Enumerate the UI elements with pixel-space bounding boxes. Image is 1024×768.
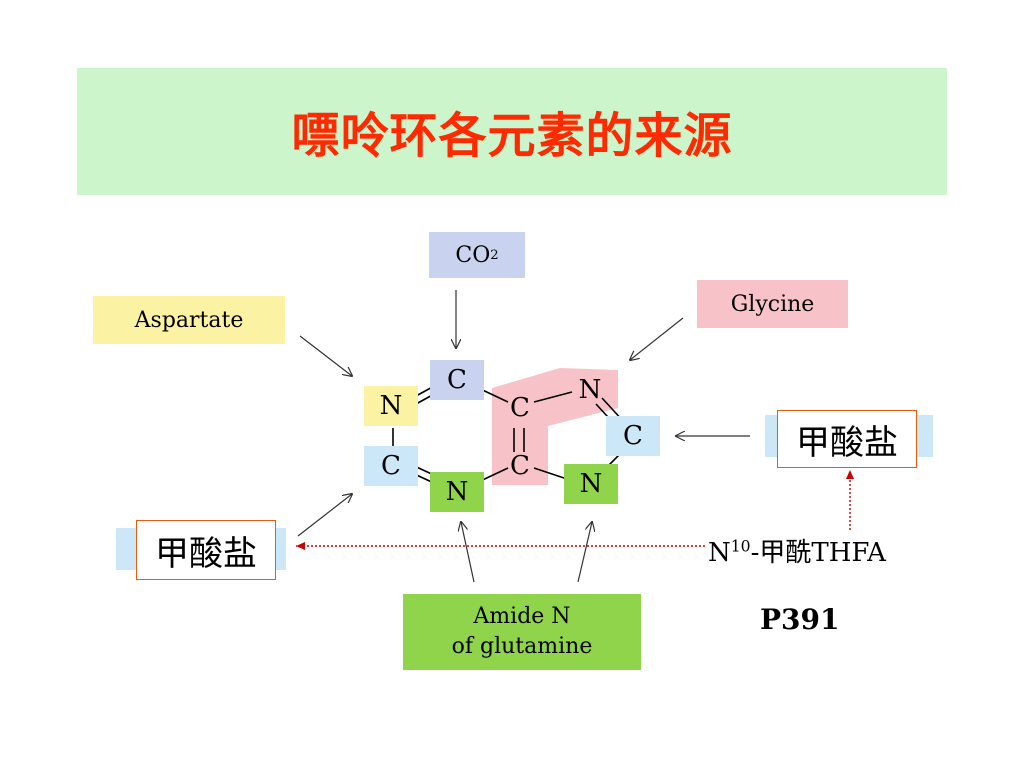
slide-title: 嘌呤环各元素的来源	[291, 108, 733, 164]
atom-c-left: C	[364, 446, 418, 486]
arrow-formate-left	[297, 494, 352, 537]
bond-c5-n7	[533, 391, 573, 403]
arrow-amide-1	[461, 522, 475, 583]
atom-n-bottom: N	[430, 472, 484, 512]
arrow-amide-2	[577, 522, 592, 583]
glycine-label: Glycine	[697, 280, 848, 328]
arrow-glycine	[630, 317, 684, 360]
title-bar: 嘌呤环各元素的来源	[77, 68, 947, 195]
arrow-aspartate	[299, 335, 352, 376]
formate-box-left: 甲酸盐	[136, 520, 276, 580]
page-reference: P391	[760, 603, 840, 636]
formate-box-right: 甲酸盐	[777, 410, 917, 468]
atom-n9: N	[564, 464, 618, 504]
atom-c2: C	[430, 360, 484, 400]
atom-n7: N	[578, 375, 602, 405]
atom-c4: C	[510, 451, 530, 481]
glycine-highlight	[492, 368, 618, 485]
glutamine-amide-label: Amide N of glutamine	[403, 594, 641, 670]
aspartate-label: Aspartate	[93, 296, 285, 344]
atom-c5: C	[510, 393, 530, 423]
atom-c8: C	[606, 416, 660, 456]
thfa-label: N10-甲酰THFA	[708, 537, 886, 568]
atom-n1: N	[364, 386, 418, 426]
